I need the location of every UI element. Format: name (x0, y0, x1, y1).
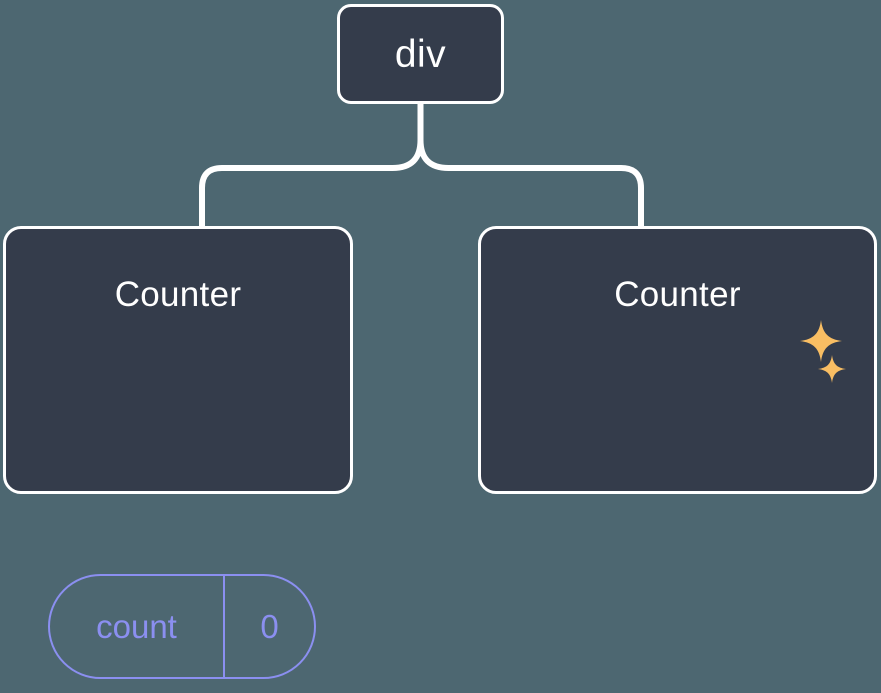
node-div[interactable]: div (337, 4, 504, 104)
state-key-left: count (50, 576, 225, 677)
component-tree-diagram: div Counter count 0 Counter count 1 (3, 4, 877, 679)
node-counter-right-title: Counter (614, 275, 741, 314)
node-counter-right[interactable]: Counter count 1 (478, 226, 877, 494)
node-div-label: div (394, 32, 447, 76)
state-value-left: 0 (260, 607, 279, 645)
node-counter-left-title: Counter (114, 275, 242, 314)
state-pill-count-left[interactable]: count 0 (48, 574, 316, 679)
node-counter-left[interactable]: Counter count 0 (3, 226, 353, 679)
edge-root-to-right-child (417, 101, 644, 229)
edge-root-to-left-child (199, 101, 424, 229)
